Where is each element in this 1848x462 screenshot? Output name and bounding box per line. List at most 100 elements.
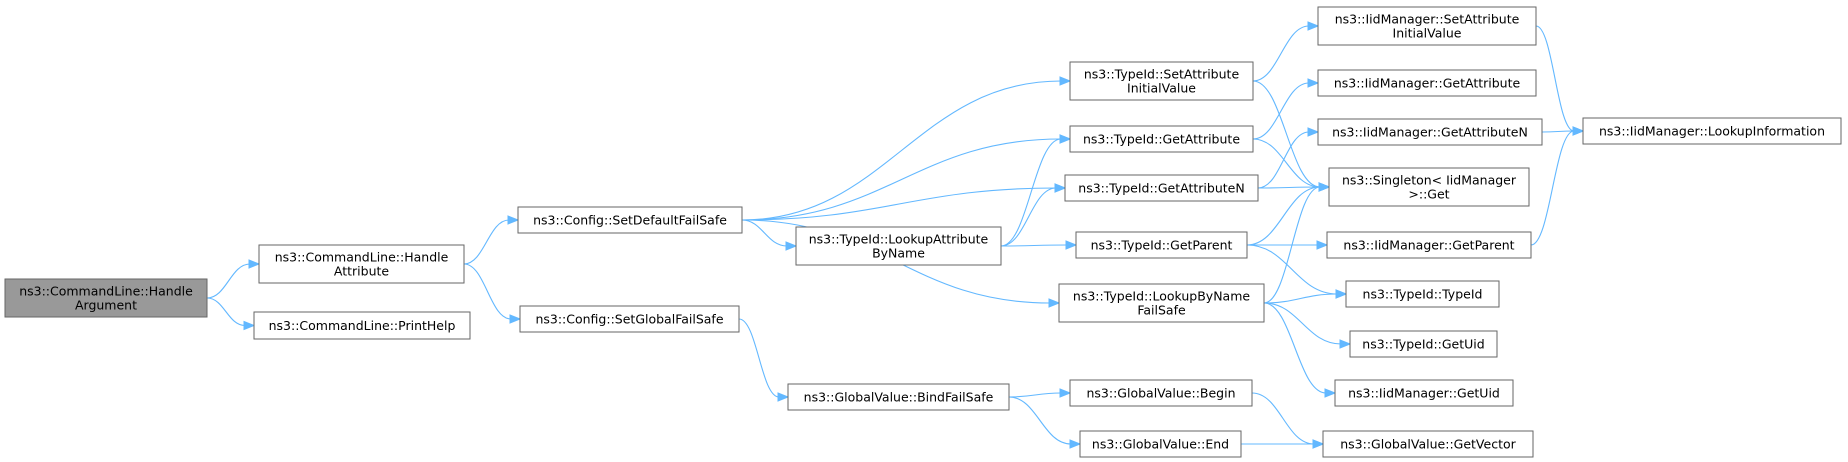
node-box [1069, 61, 1254, 101]
node-label: ns3::TypeId::GetAttribute [1083, 132, 1240, 147]
node-box [1317, 69, 1537, 97]
node-iidgetparent[interactable]: ns3::IidManager::GetParent [1326, 231, 1532, 259]
node-gvbegin[interactable]: ns3::GlobalValue::Begin [1069, 379, 1253, 407]
edge-handleattr-to-setglobalfs [463, 263, 522, 324]
node-label: InitialValue [1393, 26, 1462, 41]
edge-iidsetattrinit-to-iidlookupinfo [1535, 25, 1585, 136]
edge-tidlookupbyname-to-singletonget [1263, 182, 1331, 304]
node-box [795, 226, 1002, 266]
node-box [787, 383, 1010, 411]
edge-bindfs-to-gvbegin [1008, 388, 1072, 398]
node-label: Argument [75, 298, 137, 313]
node-box [1326, 231, 1532, 259]
node-box [519, 305, 740, 333]
edge-root-to-printhelp [206, 297, 256, 331]
edge-tidlookupattr-to-tidgetparent [1000, 240, 1078, 250]
node-label: >::Get [1408, 187, 1449, 202]
node-box [1317, 6, 1537, 46]
node-box [258, 244, 465, 284]
node-label: ns3::IidManager::GetParent [1343, 238, 1514, 253]
node-gvend[interactable]: ns3::GlobalValue::End [1079, 430, 1242, 458]
node-label: ns3::TypeId::LookupByName [1073, 289, 1250, 304]
node-tidgetattr[interactable]: ns3::TypeId::GetAttribute [1069, 125, 1254, 153]
node-singletonget[interactable]: ns3::Singleton< IidManager>::Get [1328, 167, 1530, 207]
node-box [1064, 174, 1259, 202]
edge-tidgetparent-to-iidgetparent [1247, 240, 1329, 250]
node-setdefaultfs[interactable]: ns3::Config::SetDefaultFailSafe [517, 206, 743, 234]
node-setglobalfs[interactable]: ns3::Config::SetGlobalFailSafe [519, 305, 740, 333]
edge-setdefaultfs-to-tidgetattr [741, 134, 1072, 221]
edge-gvend-to-gvgetvector [1241, 439, 1325, 449]
edge-tidgetparent-to-singletonget [1246, 182, 1331, 246]
node-label: ns3::TypeId::TypeId [1363, 287, 1483, 302]
edge-setdefaultfs-to-tidsetattrinit [741, 76, 1072, 221]
call-graph-nodes: ns3::CommandLine::HandleArgumentns3::Com… [4, 6, 1842, 458]
node-printhelp[interactable]: ns3::CommandLine::PrintHelp [253, 311, 471, 340]
node-iidgetattrn[interactable]: ns3::IidManager::GetAttributeN [1317, 118, 1543, 146]
node-label: ns3::GlobalValue::BindFailSafe [804, 390, 994, 405]
node-tidtypeid[interactable]: ns3::TypeId::TypeId [1345, 280, 1500, 308]
node-bindfs[interactable]: ns3::GlobalValue::BindFailSafe [787, 383, 1010, 411]
edge-iidgetparent-to-iidlookupinfo [1530, 126, 1585, 246]
node-tidgetattrn[interactable]: ns3::TypeId::GetAttributeN [1064, 174, 1259, 202]
node-label: ns3::TypeId::SetAttribute [1084, 67, 1240, 82]
node-tidgetparent[interactable]: ns3::TypeId::GetParent [1075, 231, 1248, 259]
node-box [1317, 118, 1543, 146]
node-label: ns3::TypeId::GetUid [1362, 337, 1484, 352]
node-label: ns3::GlobalValue::GetVector [1340, 437, 1516, 452]
node-label: ns3::IidManager::GetAttributeN [1332, 125, 1528, 140]
node-label: FailSafe [1137, 303, 1186, 318]
node-box [4, 278, 208, 318]
node-label: ns3::CommandLine::Handle [275, 250, 449, 265]
edge-gvbegin-to-gvgetvector [1251, 392, 1325, 449]
node-label: ns3::IidManager::GetAttribute [1334, 76, 1521, 91]
node-box [1345, 280, 1500, 308]
node-box [1069, 379, 1253, 407]
node-label: ns3::TypeId::GetParent [1091, 238, 1233, 253]
node-tidgetuid[interactable]: ns3::TypeId::GetUid [1349, 330, 1498, 358]
node-label: InitialValue [1127, 81, 1196, 96]
edge-tidlookupbyname-to-tidtypeid [1263, 289, 1348, 304]
node-box [253, 311, 471, 340]
node-label: ns3::CommandLine::Handle [19, 284, 193, 299]
node-label: ByName [872, 246, 925, 261]
edge-tidlookupattr-to-tidgetattrn [1000, 183, 1067, 247]
node-label: ns3::Config::SetDefaultFailSafe [533, 213, 727, 228]
node-box [1079, 430, 1242, 458]
node-box [1058, 283, 1265, 323]
node-box [1328, 167, 1530, 207]
node-label: ns3::Singleton< IidManager [1342, 173, 1517, 188]
node-gvgetvector[interactable]: ns3::GlobalValue::GetVector [1322, 430, 1534, 458]
edge-tidsetattrinit-to-iidsetattrinit [1252, 21, 1320, 82]
edge-root-to-handleattr [206, 259, 261, 299]
node-box [1069, 125, 1254, 153]
node-box [1334, 379, 1514, 407]
node-iidlookupinfo[interactable]: ns3::IidManager::LookupInformation [1582, 117, 1842, 145]
node-iidgetattr[interactable]: ns3::IidManager::GetAttribute [1317, 69, 1537, 97]
node-iidsetattrinit[interactable]: ns3::IidManager::SetAttributeInitialValu… [1317, 6, 1537, 46]
edge-handleattr-to-setdefaultfs [463, 215, 520, 265]
node-label: ns3::IidManager::LookupInformation [1599, 124, 1825, 139]
node-label: ns3::GlobalValue::Begin [1086, 386, 1235, 401]
node-label: Attribute [334, 264, 390, 279]
node-box [517, 206, 743, 234]
edge-tidlookupbyname-to-tidgetuid [1263, 302, 1352, 349]
node-label: ns3::IidManager::GetUid [1348, 386, 1500, 401]
node-iidgetuid[interactable]: ns3::IidManager::GetUid [1334, 379, 1514, 407]
edge-tidgetattrn-to-iidgetattrn [1257, 127, 1320, 189]
edge-tidgetattr-to-iidgetattr [1252, 78, 1320, 140]
node-label: ns3::TypeId::LookupAttribute [809, 232, 989, 247]
edge-bindfs-to-gvend [1008, 396, 1082, 449]
node-label: ns3::IidManager::SetAttribute [1335, 12, 1520, 27]
edge-tidlookupbyname-to-iidgetuid [1263, 302, 1337, 398]
node-box [1075, 231, 1248, 259]
node-box [1349, 330, 1498, 358]
node-label: ns3::CommandLine::PrintHelp [269, 318, 456, 333]
edge-setglobalfs-to-bindfs [738, 318, 790, 402]
